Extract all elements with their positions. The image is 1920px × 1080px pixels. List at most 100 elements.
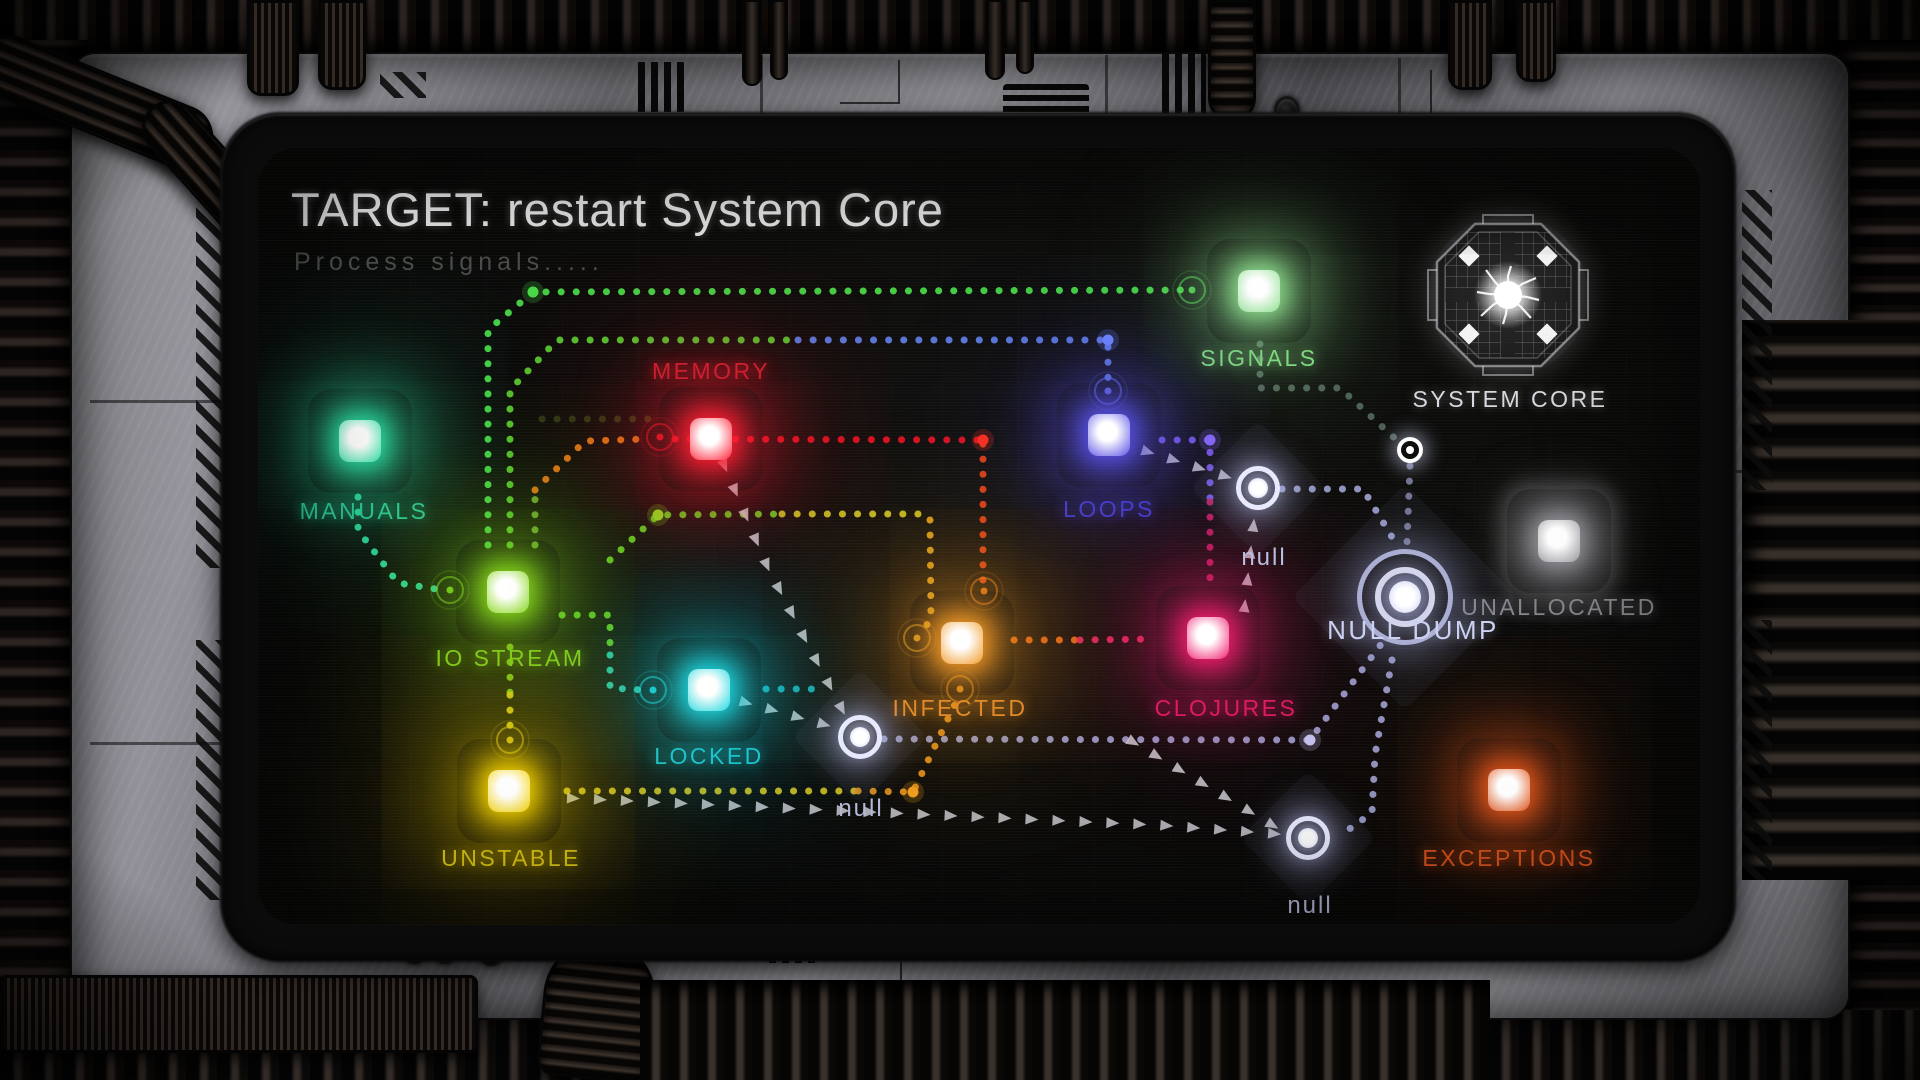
- plate-seam: [1398, 58, 1401, 118]
- vertex-dot: [522, 281, 544, 303]
- hanging-wire: [770, 0, 788, 80]
- ribbon-strap: [318, 0, 366, 90]
- node-memory[interactable]: [659, 387, 763, 491]
- relay-ring-dot: [1406, 446, 1414, 454]
- node-loops[interactable]: [1057, 383, 1161, 487]
- node-core-unstable: [488, 770, 530, 812]
- node-label-memory: MEMORY: [651, 358, 771, 384]
- corrugated-tube-top: [1208, 0, 1256, 122]
- node-label-unallocated: UNALLOCATED: [1461, 594, 1657, 620]
- null-ring: [1236, 466, 1280, 510]
- syscore-tab: [1482, 366, 1534, 376]
- edge-dots: [918, 516, 935, 637]
- node-core-infected: [941, 622, 983, 664]
- relay-ring: [1397, 437, 1423, 463]
- syscore-tab: [1482, 214, 1534, 224]
- null-label: null: [838, 795, 884, 822]
- node-core-memory: [690, 418, 732, 460]
- edge-dots: [606, 510, 786, 564]
- edge-dots: [484, 286, 1196, 549]
- vertex-dot: [647, 504, 669, 526]
- node-label-unstable: UNSTABLE: [441, 845, 581, 871]
- vent-ticks-top: [380, 72, 426, 98]
- circuit-trace: [840, 60, 900, 104]
- grill-top-left: [632, 62, 686, 112]
- node-label-exceptions: EXCEPTIONS: [1422, 845, 1596, 871]
- arrow-path: [566, 792, 1282, 839]
- node-locked[interactable]: [657, 638, 761, 742]
- corrugated-ribbon-bottom: [0, 975, 478, 1053]
- edge-dots: [1334, 656, 1396, 841]
- ribbon-strap: [1448, 0, 1492, 90]
- ribbon-strap: [247, 0, 299, 96]
- node-io-stream[interactable]: [456, 540, 560, 644]
- hanging-wire: [1016, 0, 1034, 74]
- null-core: [850, 727, 870, 747]
- vent-slots-right: [1742, 190, 1772, 490]
- edge-dots: [1278, 485, 1399, 546]
- node-label-locked: LOCKED: [654, 743, 764, 769]
- ribbon-strap: [1516, 0, 1556, 82]
- node-core-exceptions: [1488, 769, 1530, 811]
- node-infected[interactable]: [910, 591, 1014, 695]
- edge-dots: [854, 696, 961, 796]
- node-label-manuals: MANUALS: [299, 498, 429, 524]
- edge-dots: [558, 611, 614, 659]
- node-core-unallocated: [1538, 520, 1580, 562]
- syscore-tab: [1427, 269, 1437, 321]
- vent-slots-right-lower: [1742, 620, 1772, 880]
- syscore-tab: [1579, 269, 1589, 321]
- null-dump-label: NULL DUMP: [1327, 615, 1499, 645]
- hanging-wire: [742, 0, 762, 86]
- node-label-signals: SIGNALS: [1200, 345, 1318, 371]
- plate-seam: [90, 742, 225, 745]
- null-label: null: [1241, 544, 1287, 571]
- vertex-dot: [1199, 429, 1221, 451]
- node-label-loops: LOOPS: [1063, 496, 1155, 522]
- plate-seam: [1735, 470, 1847, 473]
- syscore-center: [1494, 281, 1522, 309]
- node-clojures[interactable]: [1156, 586, 1260, 690]
- null-core: [1298, 828, 1318, 848]
- null-dump-core: [1389, 581, 1421, 613]
- edge-dots: [1076, 635, 1158, 644]
- edge-dots: [506, 336, 802, 549]
- edge-dots: [354, 493, 446, 594]
- null-label: null: [1287, 892, 1333, 919]
- edge-dots: [794, 336, 1112, 386]
- node-label-infected: INFECTED: [892, 695, 1028, 721]
- system-core-label: SYSTEM CORE: [1412, 386, 1608, 412]
- system-core-node[interactable]: [1423, 210, 1593, 380]
- hanging-wire: [985, 0, 1005, 80]
- null-ring: [1286, 816, 1330, 860]
- node-core-locked: [688, 669, 730, 711]
- vertex-dot: [902, 781, 924, 803]
- node-core-signals: [1238, 270, 1280, 312]
- node-exceptions[interactable]: [1457, 738, 1561, 842]
- null-ring: [838, 715, 882, 759]
- plate-seam: [760, 55, 763, 117]
- node-unallocated[interactable]: [1507, 489, 1611, 593]
- edge-dots: [671, 435, 984, 444]
- mission-subtitle: Process signals.....: [294, 248, 604, 276]
- mission-title: TARGET: restart System Core: [291, 183, 944, 236]
- plate-seam: [90, 400, 225, 403]
- vertex-dot: [1299, 729, 1321, 751]
- edge-dots: [1403, 462, 1414, 547]
- game-screen: TARGET: restart System Core Process sign…: [258, 148, 1700, 925]
- null-dump-outer-ring: [1357, 549, 1453, 645]
- plate-seam: [1105, 55, 1108, 121]
- edge-dots: [1256, 340, 1404, 447]
- arrow-path: [1125, 734, 1279, 829]
- node-core-io-stream: [487, 571, 529, 613]
- node-signals[interactable]: [1207, 239, 1311, 343]
- node-core-clojures: [1187, 617, 1229, 659]
- null-dump-middle-ring: [1375, 567, 1435, 627]
- edge-dots: [606, 651, 648, 694]
- node-manuals[interactable]: [308, 389, 412, 493]
- vertex-dot: [972, 429, 994, 451]
- node-label-clojures: CLOJURES: [1154, 695, 1298, 721]
- node-unstable[interactable]: [457, 739, 561, 843]
